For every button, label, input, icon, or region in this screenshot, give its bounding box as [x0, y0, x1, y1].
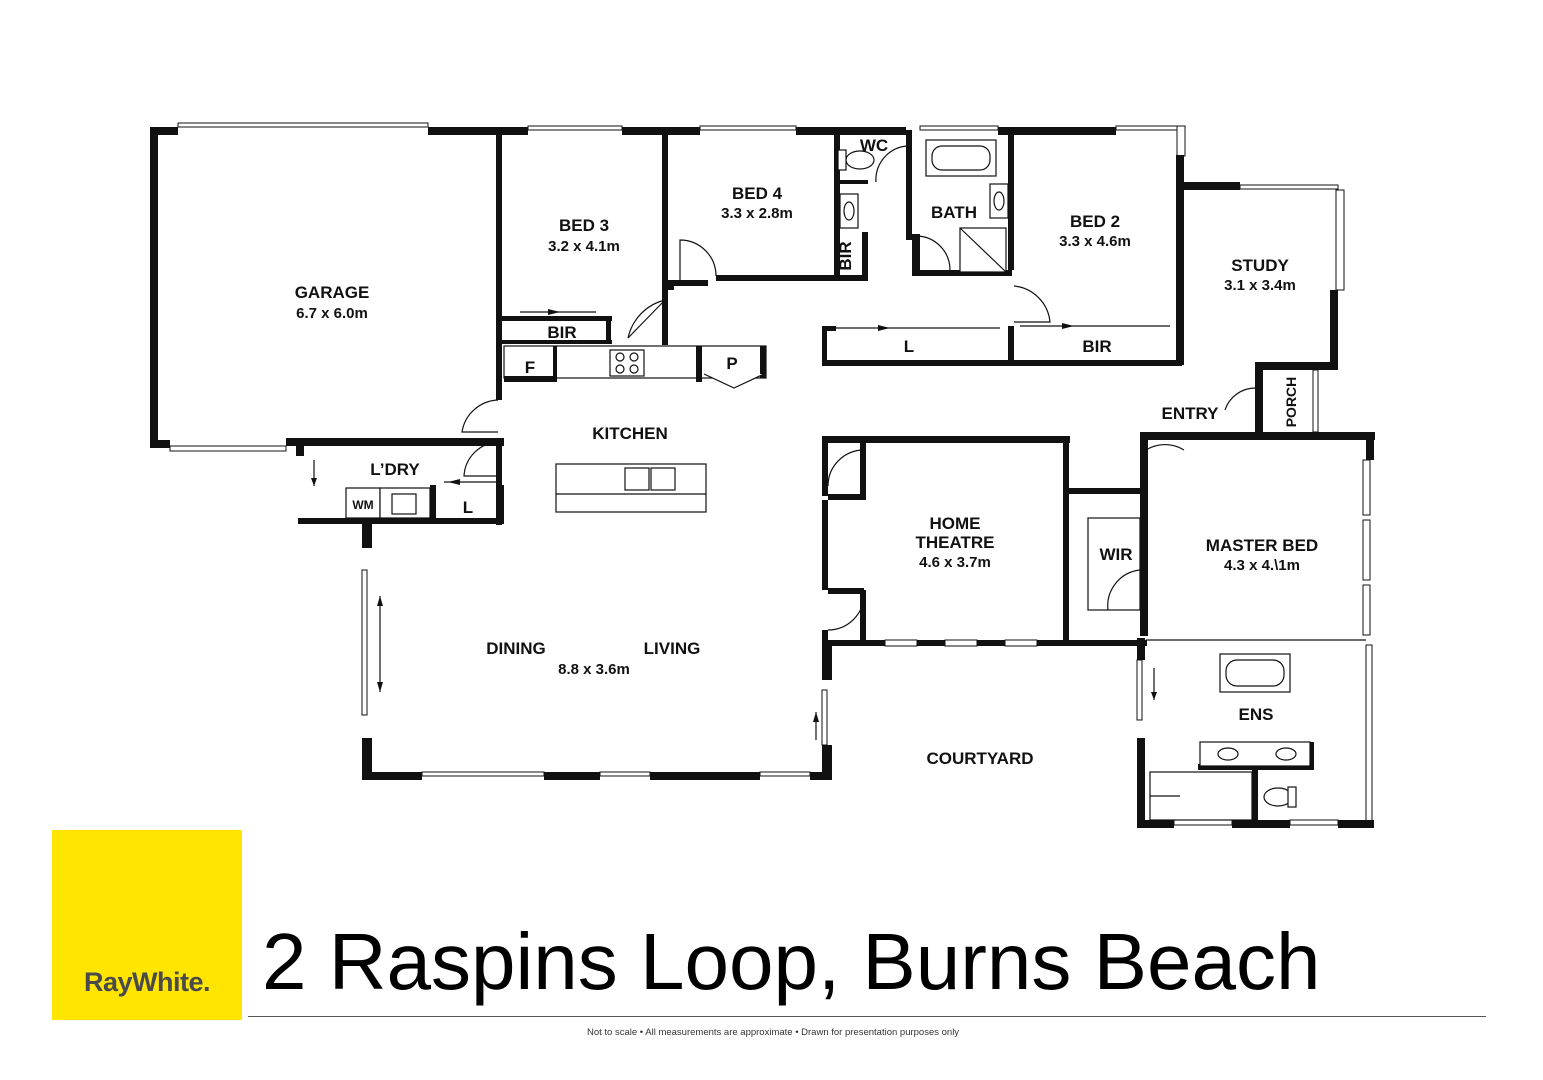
room-labels: GARAGE 6.7 x 6.0m BED 3 3.2 x 4.1m BED 4… — [295, 136, 1319, 768]
study-label: STUDY — [1231, 256, 1289, 275]
wir-label: WIR — [1099, 545, 1132, 564]
bed2-dimensions: 3.3 x 4.6m — [1059, 233, 1131, 250]
property-address: 2 Raspins Loop, Burns Beach — [262, 917, 1321, 1006]
hall-linen-label: L — [904, 337, 914, 356]
living-label: LIVING — [644, 639, 701, 658]
bed3-label: BED 3 — [559, 216, 609, 235]
study-dimensions: 3.1 x 3.4m — [1224, 277, 1296, 294]
disclaimer-text: Not to scale • All measurements are appr… — [587, 1027, 960, 1038]
home-theatre-label-line1: HOME — [930, 514, 981, 533]
laundry-linen-label: L — [463, 498, 473, 517]
laundry-label: L’DRY — [370, 460, 420, 479]
bed3-robe-label: BIR — [547, 323, 576, 342]
fixtures — [345, 139, 1311, 821]
garage-label: GARAGE — [295, 283, 370, 302]
courtyard-label: COURTYARD — [926, 749, 1033, 768]
bed4-dimensions: 3.3 x 2.8m — [721, 205, 793, 222]
master-bed-dimensions: 4.3 x 4.\1m — [1224, 557, 1300, 574]
windows — [169, 122, 1373, 826]
dining-label: DINING — [486, 639, 546, 658]
ensuite-label: ENS — [1239, 705, 1274, 724]
pantry-label: P — [726, 354, 737, 373]
bed2-label: BED 2 — [1070, 212, 1120, 231]
home-theatre-label-line2: THEATRE — [915, 533, 994, 552]
raywhite-logo: RayWhite. — [52, 830, 242, 1020]
fridge-label: F — [525, 358, 535, 377]
entry-label: ENTRY — [1162, 404, 1220, 423]
master-bed-label: MASTER BED — [1206, 536, 1318, 555]
sliding-doors — [311, 309, 1170, 740]
floor-plan: GARAGE 6.7 x 6.0m BED 3 3.2 x 4.1m BED 4… — [150, 122, 1375, 828]
logo-text: RayWhite. — [83, 967, 211, 997]
bed4-label: BED 4 — [732, 184, 783, 203]
bed3-dimensions: 3.2 x 4.1m — [548, 238, 620, 255]
home-theatre-dimensions: 4.6 x 3.7m — [919, 554, 991, 571]
wc-label: WC — [860, 136, 888, 155]
bed2-robe-label: BIR — [1082, 337, 1111, 356]
bed4-robe-label: BIR — [836, 241, 855, 270]
garage-dimensions: 6.7 x 6.0m — [296, 305, 368, 322]
doors — [461, 145, 1257, 631]
kitchen-label: KITCHEN — [592, 424, 668, 443]
divider — [248, 1016, 1486, 1017]
washing-machine-label: WM — [352, 498, 373, 512]
dining-living-dimensions: 8.8 x 3.6m — [558, 661, 630, 678]
bath-label: BATH — [931, 203, 977, 222]
porch-label: PORCH — [1283, 377, 1299, 428]
walls — [150, 127, 1375, 828]
